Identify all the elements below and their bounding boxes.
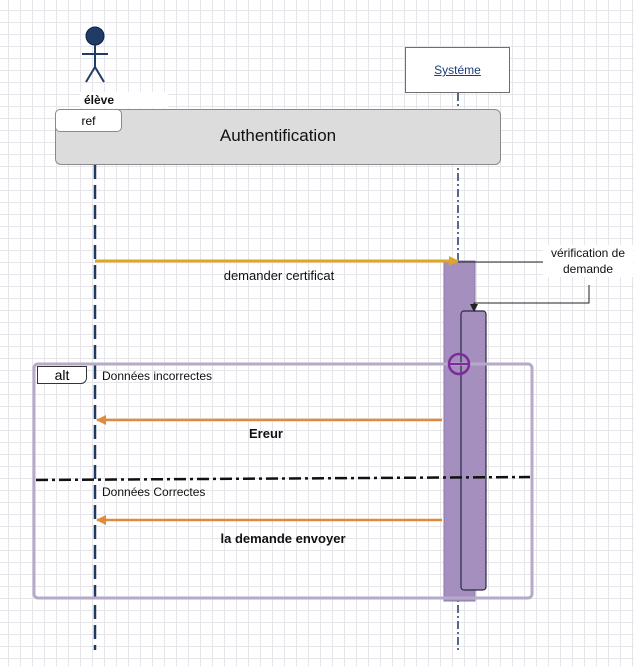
- system-lifeline-head: Systéme: [405, 47, 510, 93]
- alt-condition-incorrect: Données incorrectes: [102, 369, 213, 383]
- alt-separator: [35, 475, 531, 482]
- verification-note: vérification de demande: [543, 245, 633, 277]
- alt-frame: [32, 362, 534, 600]
- nested-activation-bar: [460, 310, 487, 591]
- ref-title: Authentification: [219, 126, 337, 145]
- error-message-label: Ereur: [249, 426, 283, 441]
- alt-tag: alt: [37, 366, 87, 384]
- alt-condition-correct: Données Correctes: [102, 485, 206, 499]
- ref-tag: ref: [55, 109, 122, 132]
- request-message-label: demander certificat: [223, 268, 335, 283]
- response-message-label: la demande envoyer: [220, 531, 346, 546]
- activation-marker-icon: [447, 352, 471, 376]
- stick-figure-actor-icon: [82, 26, 108, 83]
- ref-frame: [55, 109, 501, 165]
- actor-name: élève: [80, 92, 168, 108]
